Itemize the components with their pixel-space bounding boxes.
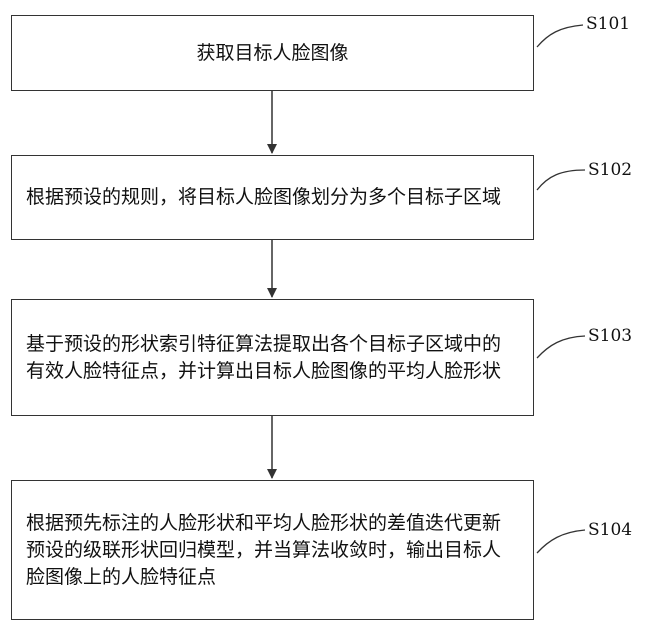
step-label-s104: S104 [588, 520, 632, 540]
step-text-s103: 基于预设的形状索引特征算法提取出各个目标子区域中的有效人脸特征点，并计算出目标人… [12, 331, 533, 385]
step-text-s102: 根据预设的规则，将目标人脸图像划分为多个目标子区域 [12, 184, 533, 211]
label-leader-s103 [537, 336, 585, 358]
step-label-s103: S103 [588, 326, 632, 346]
step-text-s101: 获取目标人脸图像 [12, 40, 533, 67]
step-box-s101: 获取目标人脸图像 [11, 15, 534, 91]
step-text-s104: 根据预先标注的人脸形状和平均人脸形状的差值迭代更新预设的级联形状回归模型，并当算… [12, 510, 533, 591]
label-leader-s102 [537, 170, 585, 190]
step-label-s101: S101 [586, 14, 630, 34]
label-leader-s104 [537, 530, 585, 553]
step-box-s103: 基于预设的形状索引特征算法提取出各个目标子区域中的有效人脸特征点，并计算出目标人… [11, 299, 534, 416]
step-box-s102: 根据预设的规则，将目标人脸图像划分为多个目标子区域 [11, 155, 534, 240]
step-box-s104: 根据预先标注的人脸形状和平均人脸形状的差值迭代更新预设的级联形状回归模型，并当算… [11, 480, 534, 620]
step-label-s102: S102 [588, 160, 632, 180]
label-leader-s101 [537, 25, 583, 47]
